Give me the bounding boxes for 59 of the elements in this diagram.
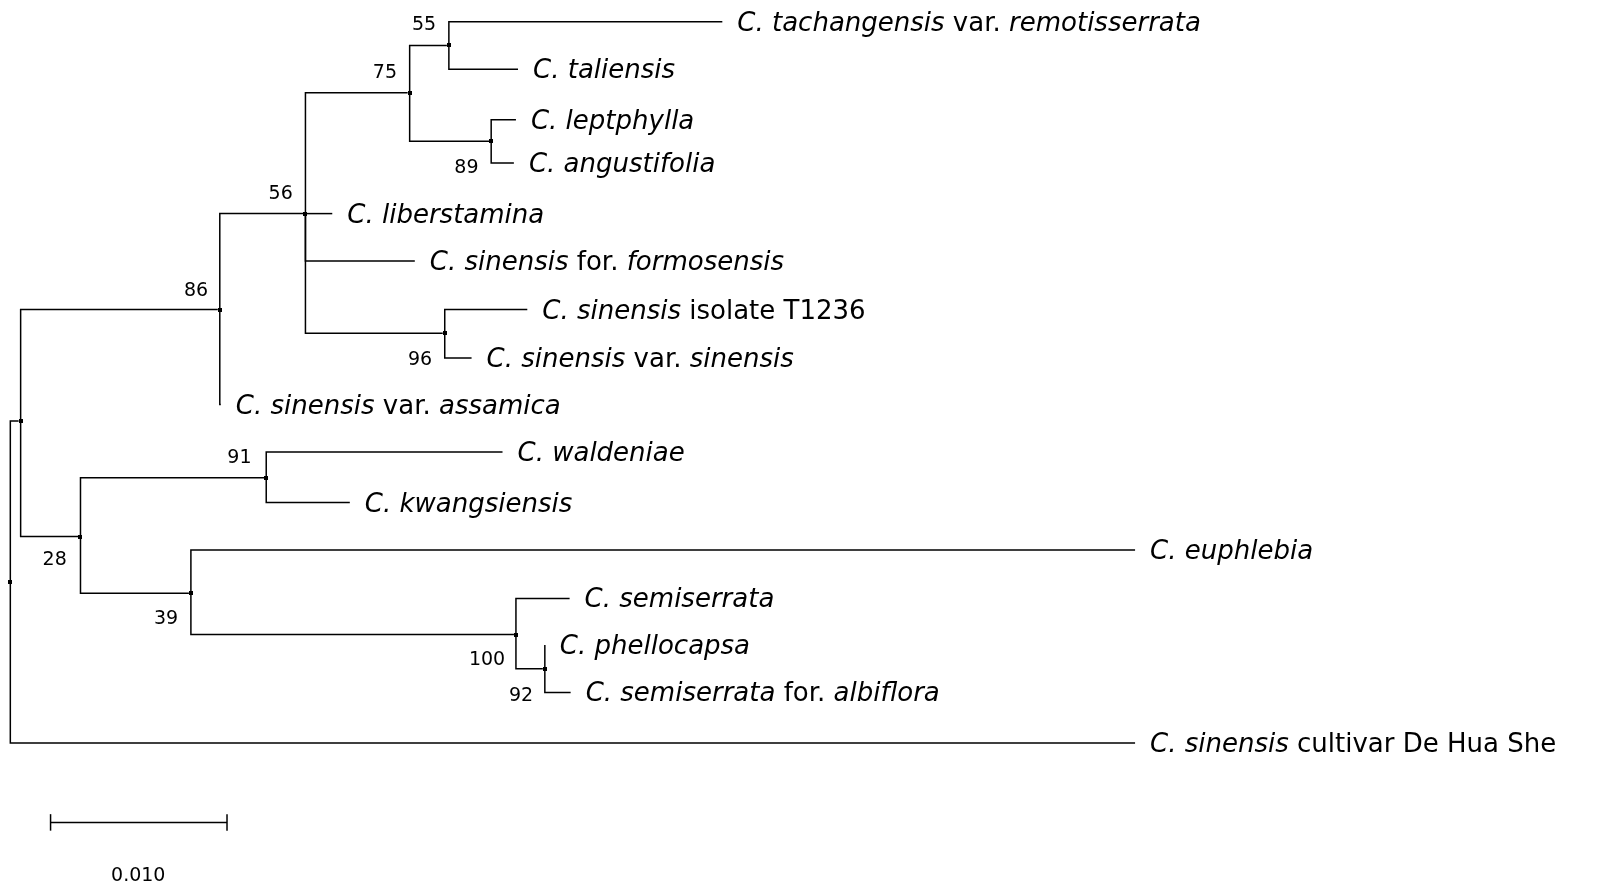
taxon-label: C. phellocapsa [544,627,751,662]
bootstrap-value: 89 [454,155,479,178]
branch-node [8,580,13,584]
taxon-label: C. kwangsiensis [349,485,573,520]
branch-node [407,90,412,95]
tree-branch [515,597,571,636]
taxon-label: C. sinensis isolate T1236 [527,292,866,327]
branch-node [303,211,308,216]
tree-branch [9,420,20,583]
bootstrap-value: 28 [42,547,67,570]
tree-branch [304,92,409,215]
tree-branch [444,332,473,359]
branch-node [446,43,451,48]
bootstrap-value: 39 [154,606,179,629]
tree-branch [19,308,219,422]
tree-branch [490,140,515,164]
tree-branch [304,212,333,215]
scale-value: 0.010 [111,863,166,885]
tree-branch [190,592,515,636]
taxon-label: C. euphlebia [1135,533,1314,567]
branch-node [542,666,547,671]
tree-branch [408,44,448,94]
branch-node [18,419,23,423]
bootstrap-value: 86 [183,277,209,300]
branch-node [264,475,269,480]
branch-node [78,534,83,539]
tree-branch [408,92,490,143]
branch-node [513,632,518,637]
tree-branch [219,212,305,311]
bootstrap-value: 75 [372,60,397,83]
taxon-label: C. sinensis var. assamica [220,387,561,422]
tree-branch [265,451,504,479]
tree-branch [79,477,265,538]
bootstrap-value: 56 [268,180,293,203]
taxon-label: C. waldeniae [502,434,685,469]
tree-branch [9,581,1136,744]
taxon-label: C. sinensis for. formosensis [414,244,785,279]
tree-branch [544,644,546,670]
taxon-label: C. liberstamina [332,196,545,231]
taxon-label: C. sinensis cultivar De Hua She [1135,725,1557,760]
branch-node [489,139,494,144]
tree-branch [19,420,80,538]
taxon-label: C. semiserrata for. albiflora [570,675,940,710]
taxon-label: C. taliensis [518,52,676,87]
bootstrap-value: 96 [407,347,433,370]
taxon-label: C. sinensis var. sinensis [471,341,794,376]
bootstrap-value: 100 [468,647,506,670]
taxon-label: C. leptphylla [515,102,695,137]
taxon-label: C. semiserrata [569,581,775,616]
branch-node [188,591,193,596]
taxon-label: C. angustifolia [513,146,716,181]
bootstrap-value: 91 [227,445,252,468]
branch-node [442,331,447,336]
branch-node [217,307,222,312]
bootstrap-value: 55 [412,11,437,34]
taxon-label: C. tachangensis var. remotisserrata [722,4,1201,39]
tree-branch [265,477,351,504]
tree-branch [448,44,519,70]
bootstrap-value: 92 [509,683,534,706]
